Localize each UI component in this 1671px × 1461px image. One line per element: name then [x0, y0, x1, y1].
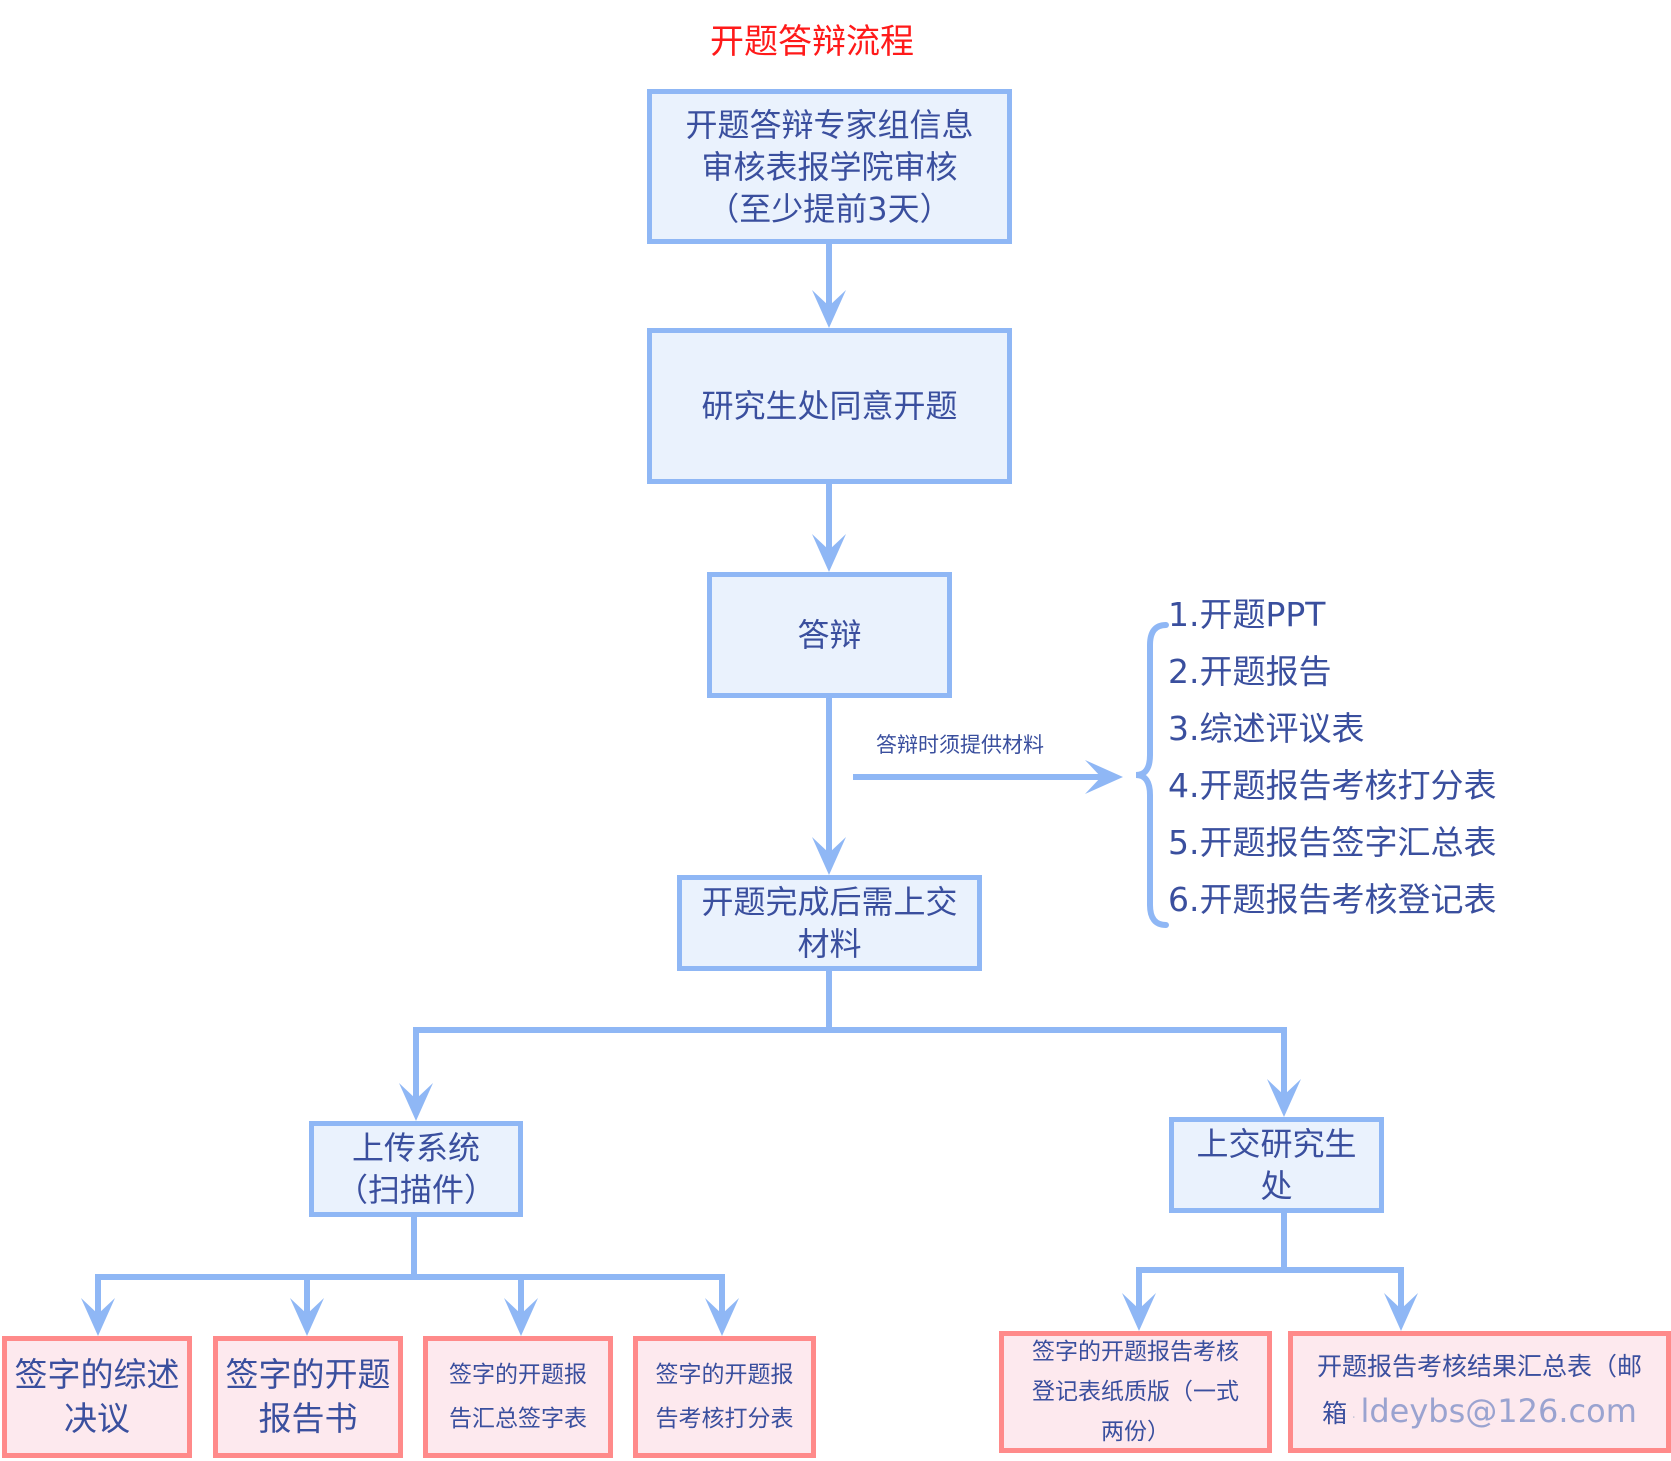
required-materials-list: 1.开题PPT 2.开题报告 3.综述评议表 4.开题报告考核打分表 5.开题报…: [1168, 595, 1497, 937]
arrow-head-down-icon: [290, 1298, 324, 1336]
materials-list-item: 6.开题报告考核登记表: [1168, 880, 1497, 919]
arrow-head-down-icon: [812, 534, 846, 572]
node-line: 箱 · ldeybs@126.com: [1322, 1391, 1637, 1430]
edge-office-split: [1136, 1267, 1404, 1313]
arrow-head-down-icon: [705, 1298, 739, 1336]
arrow-head-right-icon: [1085, 760, 1123, 794]
arrow-head-down-icon: [81, 1298, 115, 1336]
arrowhead-group: [81, 290, 1418, 1336]
arrow-head-down-icon: [504, 1298, 538, 1336]
materials-list-item: 4.开题报告考核打分表: [1168, 766, 1497, 805]
arrow-head-down-icon: [1122, 1293, 1156, 1331]
edge-materials-split: [413, 1027, 1287, 1104]
node-line: 审核表报学院审核: [701, 147, 958, 186]
materials-list-item: 3.综述评议表: [1168, 709, 1365, 748]
arrow-head-down-icon: [1267, 1079, 1301, 1117]
node-line: 签字的开题: [225, 1355, 391, 1394]
edge-upload-split: [95, 1274, 725, 1318]
node-line: 材料: [797, 925, 862, 963]
diagram-title: 开题答辩流程: [710, 22, 914, 62]
arrow-head-down-icon: [812, 837, 846, 875]
output-results-summary-email: 开题报告考核结果汇总表（邮 箱 · ldeybs@126.com: [1288, 1331, 1671, 1453]
node-line: 开题完成后需上交: [701, 883, 958, 921]
node-line: 告汇总签字表: [449, 1406, 587, 1432]
materials-list-item: 5.开题报告签字汇总表: [1168, 823, 1497, 862]
node-line: 开题答辩专家组信息: [685, 105, 974, 144]
node-upload-system: 上传系统 （扫描件）: [309, 1121, 523, 1217]
output-signed-score-sheet: 签字的开题报 告考核打分表: [633, 1336, 816, 1458]
output-signed-summary-sheet: 签字的开题报 告汇总签字表: [423, 1336, 613, 1458]
node-line: 处: [1260, 1167, 1293, 1205]
node-grad-office-approval: 研究生处同意开题: [647, 328, 1012, 484]
node-line: 报告书: [258, 1399, 358, 1438]
node-line: 上交研究生: [1196, 1125, 1357, 1163]
materials-list-item: 1.开题PPT: [1168, 595, 1326, 634]
node-line: 答辩: [797, 616, 862, 654]
node-line: （扫描件）: [335, 1171, 496, 1209]
node-line: 告考核打分表: [655, 1406, 794, 1432]
arrow-head-down-icon: [399, 1083, 433, 1121]
node-line: 签字的开题报告考核: [1032, 1339, 1239, 1365]
node-line: （至少提前3天）: [707, 189, 952, 228]
node-defense: 答辩: [707, 572, 952, 698]
node-submit-grad-office: 上交研究生 处: [1169, 1117, 1384, 1213]
materials-brace: [1135, 622, 1169, 928]
node-line: 开题报告考核结果汇总表（邮: [1316, 1351, 1642, 1381]
node-line: 签字的综述: [14, 1355, 180, 1394]
arrow-head-down-icon: [812, 290, 846, 328]
node-line: 上传系统: [351, 1129, 480, 1167]
email-address[interactable]: ldeybs@126.com: [1360, 1391, 1637, 1430]
arrow-head-down-icon: [1384, 1293, 1418, 1331]
node-line: 签字的开题报: [449, 1362, 587, 1388]
materials-arrow-label: 答辩时须提供材料: [876, 733, 1044, 757]
mailbox-prefix: 箱: [1322, 1398, 1348, 1428]
node-line: 签字的开题报: [655, 1362, 794, 1388]
node-expert-group-review: 开题答辩专家组信息 审核表报学院审核 （至少提前3天）: [647, 89, 1012, 244]
node-line: 研究生处同意开题: [701, 387, 958, 425]
node-line: 登记表纸质版（一式: [1032, 1379, 1239, 1405]
output-paper-registration-form: 签字的开题报告考核 登记表纸质版（一式 两份）: [999, 1331, 1272, 1453]
node-line: 决议: [64, 1399, 130, 1438]
output-signed-proposal-report: 签字的开题 报告书: [213, 1336, 403, 1458]
edge-group: [95, 244, 1404, 1318]
node-post-defense-materials: 开题完成后需上交 材料: [677, 875, 982, 971]
materials-list-item: 2.开题报告: [1168, 652, 1332, 691]
output-signed-review-resolution: 签字的综述 决议: [2, 1336, 192, 1458]
node-line: 两份）: [1101, 1419, 1170, 1445]
